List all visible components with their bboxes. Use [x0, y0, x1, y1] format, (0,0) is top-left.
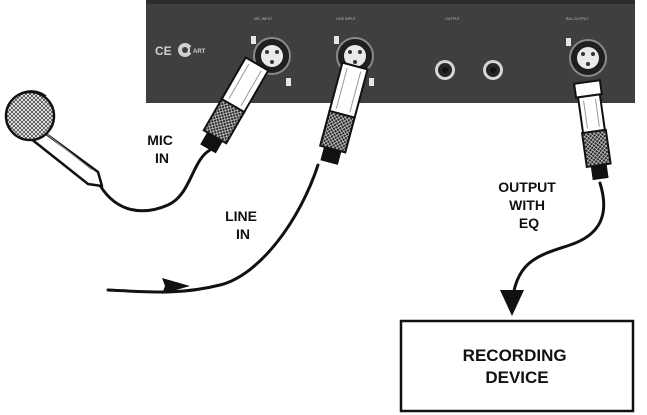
output-quarter-inch-jack-2 [483, 60, 503, 80]
line-input-jack-label: LINE INPUT [336, 17, 357, 21]
rear-panel: CE ART MIC INPUT LINE INPUT OUTPUT BAL O… [146, 0, 635, 103]
line-xlr-plug [318, 61, 369, 165]
output-xlr-socket [566, 38, 607, 77]
output-quarter-inch-jack [435, 60, 455, 80]
output-cable [510, 181, 606, 307]
cables [95, 148, 606, 307]
recording-device-label: RECORDING DEVICE [463, 346, 572, 387]
line-in-label: LINE IN [225, 208, 261, 242]
brand-logo: ART [178, 43, 206, 57]
mic-input-jack-label: MIC INPUT [254, 17, 273, 21]
line-in-arrow-icon [162, 278, 190, 294]
recording-device-box: RECORDING DEVICE [399, 319, 635, 413]
svg-text:ART: ART [193, 49, 206, 55]
output-jack-label: OUTPUT [445, 17, 461, 21]
output-arrow-icon [500, 290, 524, 316]
ce-mark: CE [155, 44, 172, 58]
line-cable [106, 163, 320, 294]
mic-xlr-socket [251, 36, 291, 86]
mic-xlr-plug [200, 56, 270, 154]
mic-in-label: MIC IN [147, 132, 177, 166]
balanced-output-jack-label: BAL OUTPUT [566, 17, 589, 21]
mic-cable [95, 148, 212, 213]
microphone-icon [4, 90, 104, 188]
output-with-eq-label: OUTPUT WITH EQ [498, 179, 559, 231]
output-xlr-plug [572, 79, 612, 181]
